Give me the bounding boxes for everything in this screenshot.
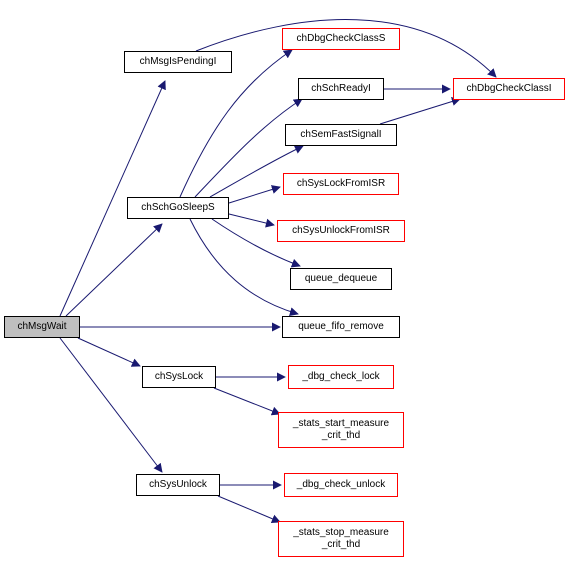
edge-chSchGoSleepS-to-queue-dequeue xyxy=(211,218,301,268)
edge-chSysUnlock-to-stats-stop xyxy=(217,495,281,524)
edge-chMsgWait-to-chSysLock xyxy=(77,337,141,367)
node-chMsgIsPendingI[interactable]: chMsgIsPendingI xyxy=(124,51,232,73)
node-queue-fifo-remove[interactable]: queue_fifo_remove xyxy=(282,316,400,338)
edge-chMsgWait-to-chSysUnlock xyxy=(59,337,163,473)
node-stats-stop-measure-crit-thd[interactable]: _stats_stop_measure _crit_thd xyxy=(278,521,404,557)
node-chDbgCheckClassI[interactable]: chDbgCheckClassI xyxy=(453,78,565,100)
node-queue-dequeue[interactable]: queue_dequeue xyxy=(290,268,392,290)
node-chSemFastSignalI[interactable]: chSemFastSignalI xyxy=(285,124,397,146)
node-chDbgCheckClassS[interactable]: chDbgCheckClassS xyxy=(282,28,400,50)
node-stats-start-measure-crit-thd[interactable]: _stats_start_measure _crit_thd xyxy=(278,412,404,448)
node-chSysUnlockFromISR[interactable]: chSysUnlockFromISR xyxy=(277,220,405,242)
edge-chSysLock-to-stats-start xyxy=(213,387,281,416)
node-dbg-check-lock[interactable]: _dbg_check_lock xyxy=(288,365,394,389)
edge-chSchGoSleepS-to-chSchReadyI xyxy=(194,98,303,198)
edge-chMsgIsPendingI-to-chDbgCheckClassI xyxy=(195,19,497,78)
edge-chSemFastSignalI-to-chDbgCheckClassI xyxy=(379,97,461,125)
edge-chSchGoSleepS-to-chDbgCheckClassS xyxy=(179,49,293,198)
node-chMsgWait: chMsgWait xyxy=(4,316,80,338)
node-chSysLockFromISR[interactable]: chSysLockFromISR xyxy=(283,173,399,195)
edge-chMsgWait-to-chMsgIsPendingI xyxy=(59,80,166,317)
node-chSchReadyI[interactable]: chSchReadyI xyxy=(298,78,384,100)
edge-chSchGoSleepS-to-chSysLockFromISR xyxy=(228,185,281,204)
edge-chMsgWait-to-chSchGoSleepS xyxy=(65,223,163,317)
node-dbg-check-unlock[interactable]: _dbg_check_unlock xyxy=(284,473,398,497)
node-chSchGoSleepS[interactable]: chSchGoSleepS xyxy=(127,197,229,219)
edge-chSchGoSleepS-to-queue-fifo-remove xyxy=(189,218,299,317)
edge-chSchGoSleepS-to-chSysUnlockFromISR xyxy=(228,213,275,228)
edge-chSchGoSleepS-to-chSemFastSignalI xyxy=(209,145,304,198)
node-chSysUnlock[interactable]: chSysUnlock xyxy=(136,474,220,496)
node-chSysLock[interactable]: chSysLock xyxy=(142,366,216,388)
